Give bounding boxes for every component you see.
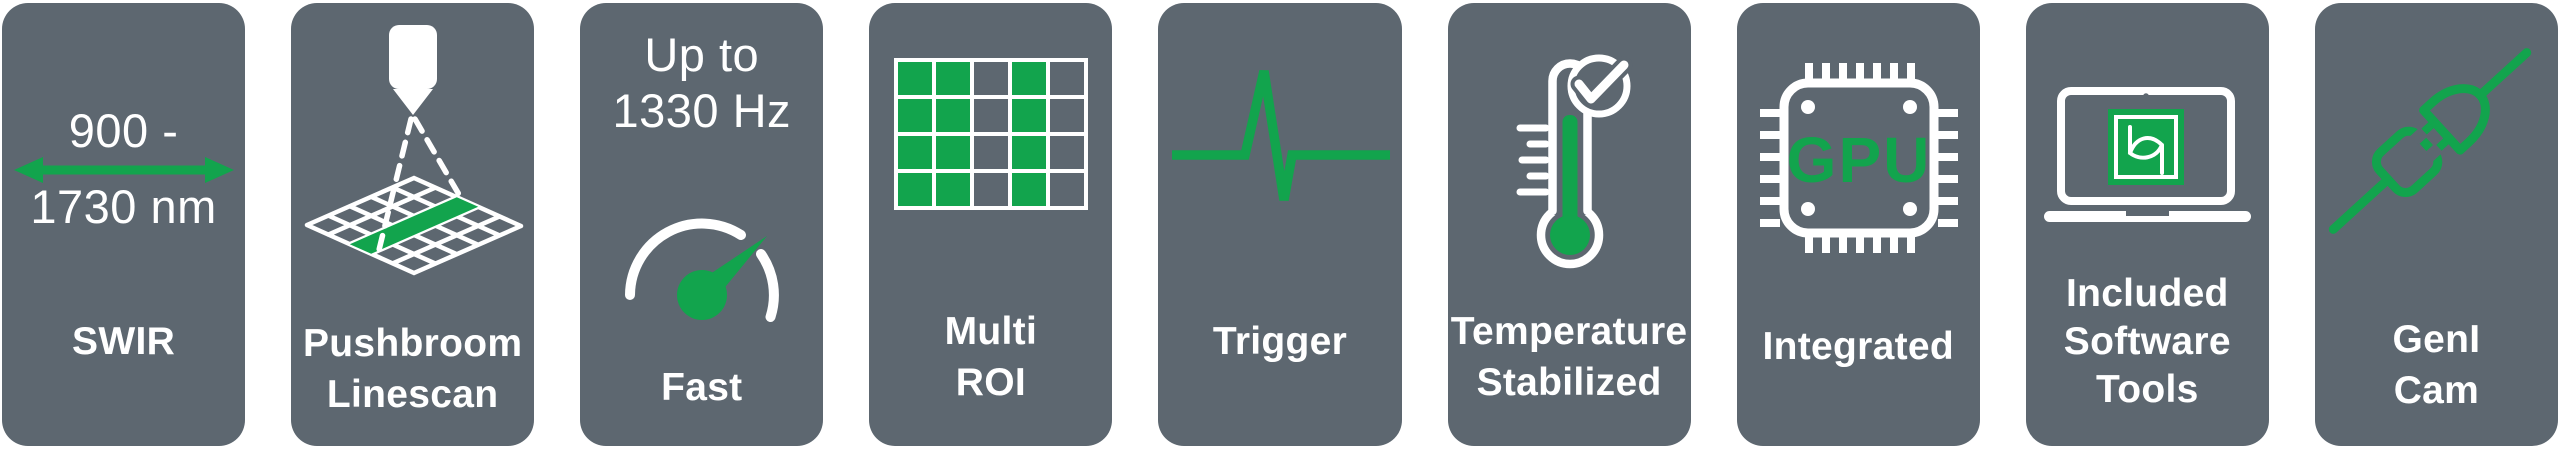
roi-grid-cell <box>973 173 1008 206</box>
roi-grid-cell <box>897 62 932 95</box>
feature-card-temperature-stabilized: Temperature Stabilized <box>1447 3 1691 446</box>
roi-grid-cell <box>1049 62 1084 95</box>
plug-connector-icon <box>2328 48 2532 234</box>
feature-card-included-software-tools: Included Software Tools <box>2025 3 2269 446</box>
gpu-chip-text: GPU <box>1786 124 1931 196</box>
roi-grid-cell <box>935 99 970 132</box>
multi-roi-grid-icon <box>893 58 1088 210</box>
roi-grid-cell <box>973 136 1008 169</box>
feature-card-integrated: GPU Integrated <box>1736 3 1980 446</box>
card-label-geni-cam: GenI Cam <box>2392 318 2481 412</box>
laptop-software-icon <box>2043 87 2251 222</box>
feature-card-pushbroom-linescan: Pushbroom Linescan <box>291 3 535 446</box>
wavelength-range-arrow-icon <box>13 157 234 183</box>
speed-gauge-icon <box>624 218 779 322</box>
feature-card-trigger: Trigger <box>1158 3 1402 446</box>
roi-grid-cell <box>1011 99 1046 132</box>
roi-grid-cell <box>1049 99 1084 132</box>
roi-grid-cell <box>1049 173 1084 206</box>
roi-grid-cell <box>897 99 932 132</box>
wavelength-start-text: 900 - <box>68 104 179 157</box>
roi-grid-cell <box>935 173 970 206</box>
card-label-trigger: Trigger <box>1212 320 1348 363</box>
roi-grid-cell <box>1011 136 1046 169</box>
speed-value-text: Up to 1330 Hz <box>612 28 792 137</box>
roi-grid-cell <box>935 62 970 95</box>
pushbroom-linescan-icon <box>304 25 524 276</box>
roi-grid-cell <box>1049 136 1084 169</box>
roi-grid-cell <box>1011 173 1046 206</box>
feature-card-geni-cam: GenI Cam <box>2314 3 2558 446</box>
roi-grid-cell <box>973 62 1008 95</box>
card-label-pushbroom-linescan: Pushbroom Linescan <box>302 322 523 416</box>
roi-grid-cell <box>1011 62 1046 95</box>
card-label-multi-roi: Multi ROI <box>944 310 1038 404</box>
roi-grid-cell <box>897 136 932 169</box>
feature-card-multi-roi: Multi ROI <box>869 3 1113 446</box>
roi-grid-cell <box>973 99 1008 132</box>
card-label-temperature-stabilized: Temperature Stabilized <box>1450 310 1688 404</box>
gpu-chip-icon: GPU <box>1759 63 1958 253</box>
card-label-integrated: Integrated <box>1762 325 1954 368</box>
card-label-fast: Fast <box>661 366 743 409</box>
feature-card-swir: 900 - 1730 nm SWIR <box>2 3 246 446</box>
wavelength-end-text: 1730 nm <box>30 180 217 233</box>
trigger-pulse-icon <box>1172 69 1391 201</box>
software-logo-icon <box>2107 109 2184 185</box>
card-label-swir: SWIR <box>72 320 176 363</box>
feature-card-fast: Up to 1330 Hz Fast <box>580 3 824 446</box>
card-label-included-software-tools: Included Software Tools <box>2063 272 2231 411</box>
thermometer-check-icon <box>1516 54 1633 269</box>
roi-grid-cell <box>897 173 932 206</box>
roi-grid-cell <box>935 136 970 169</box>
